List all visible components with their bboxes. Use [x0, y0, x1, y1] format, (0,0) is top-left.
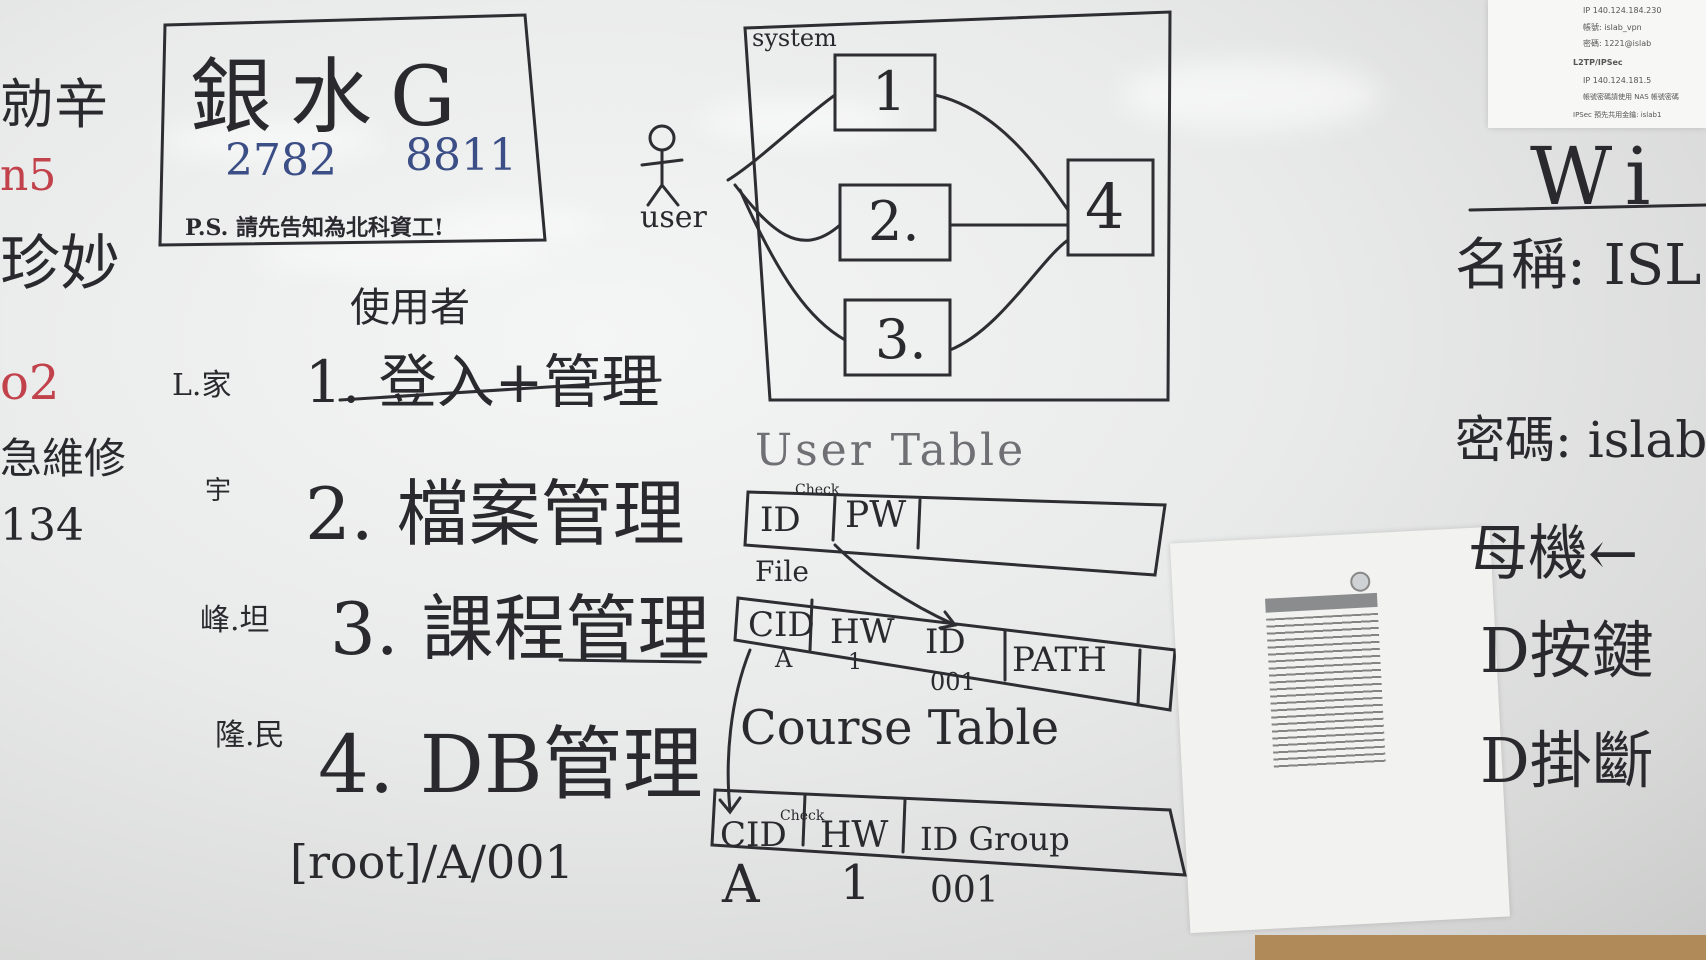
menu-prefix-4: 隆.民 [215, 718, 285, 753]
course-table-col-hw: HW [820, 815, 889, 856]
user-table-note-file: File [755, 555, 809, 588]
menu-item-3: 3. 課程管理 [330, 587, 710, 671]
right-line-3: 母機← [1468, 519, 1639, 589]
menu-prefix-3: 峰.坦 [200, 603, 270, 638]
sheet-line-4: L2TP/IPSec [1573, 58, 1623, 67]
course-table-col-group: ID Group [920, 820, 1070, 858]
menu-item-4: 4. DB管理 [318, 718, 703, 811]
sheet-line-1: IP 140.124.184.230 [1583, 6, 1662, 15]
sheet-line-2: 帳號: islab_vpn [1583, 23, 1642, 32]
pin-icon [1349, 571, 1371, 593]
board-bottom-ledge [1255, 935, 1706, 960]
phone-part-a: 2782 [225, 135, 337, 186]
menu-prefix-1: L.家 [172, 368, 232, 403]
wifi-heading: Wi [1530, 130, 1665, 223]
left-text-3: 珍妙 [0, 229, 120, 299]
sheet-line-5: IP 140.124.181.5 [1583, 76, 1652, 85]
node-2: 2. [868, 190, 920, 253]
node-4: 4 [1085, 170, 1125, 243]
light-reflection [420, 210, 600, 240]
wifi-name: 名稱: ISL [1455, 233, 1702, 298]
file-table-col-path: PATH [1012, 640, 1107, 680]
left-text-4: o2 [0, 355, 60, 411]
light-reflection [700, 100, 900, 140]
user-table-note-check: Check [795, 482, 840, 498]
course-table-val-id: 001 [930, 870, 999, 911]
phone-part-b: 8811 [405, 130, 517, 181]
actor-label: user [640, 200, 707, 235]
light-reflection [250, 240, 550, 270]
menu-item-1: 1. 登入+管理 [305, 348, 660, 416]
sheet-header-bar [1265, 592, 1378, 613]
menu-prefix-2: 宇 [205, 476, 232, 506]
file-table-val-id: 001 [930, 668, 976, 696]
right-line-5: D掛斷 [1480, 724, 1654, 797]
file-table-col-id: ID [925, 622, 966, 662]
course-table-val-hw: 1 [840, 855, 871, 911]
root-path: [root]/A/001 [290, 835, 574, 889]
sheet-printed-rows [1266, 612, 1386, 769]
sheet-line-3: 密碼: 1221@islab [1583, 39, 1652, 48]
left-text-6: 134 [0, 500, 84, 551]
file-table-val-cid: A [775, 645, 793, 673]
pinned-table-sheet [1170, 526, 1510, 934]
contact-name: 銀水G [190, 50, 474, 145]
node-3: 3. [875, 308, 927, 371]
right-line-4: D按鍵 [1480, 614, 1654, 687]
user-table-col-id: ID [760, 500, 801, 540]
course-table-col-cid: CID [720, 815, 787, 855]
course-table-val-cid: A [722, 855, 760, 915]
course-table-note: Check [780, 808, 825, 824]
user-table-col-pw: PW [845, 495, 907, 536]
sheet-line-7: IPSec 預先共用金鑰: islab1 [1573, 111, 1662, 119]
sheet-line-6: 帳號密碼請使用 NAS 帳號密碼 [1583, 93, 1679, 101]
user-table-title: User Table [755, 425, 1027, 476]
file-table-col-cid: CID [748, 605, 815, 645]
left-text-1: 勍辛 [0, 73, 108, 136]
light-reflection [160, 120, 380, 160]
file-table-col-hw: HW [830, 612, 895, 652]
posted-network-sheet: IP 140.124.184.230 帳號: islab_vpn 密碼: 122… [1488, 0, 1706, 128]
light-reflection [1120, 60, 1380, 130]
wifi-password: 密碼: islab [1455, 411, 1706, 469]
node-1: 1 [872, 60, 907, 123]
menu-item-2: 2. 檔案管理 [305, 472, 685, 556]
menu-header: 使用者 [350, 285, 470, 331]
file-table-val-hw: 1 [848, 650, 862, 675]
contact-note: P.S. 請先告知為北科資工! [185, 215, 444, 241]
course-table-title: Course Table [740, 700, 1060, 756]
left-text-5: 急維修 [0, 434, 127, 483]
system-title: system [752, 24, 837, 52]
left-text-2: n5 [0, 150, 57, 201]
